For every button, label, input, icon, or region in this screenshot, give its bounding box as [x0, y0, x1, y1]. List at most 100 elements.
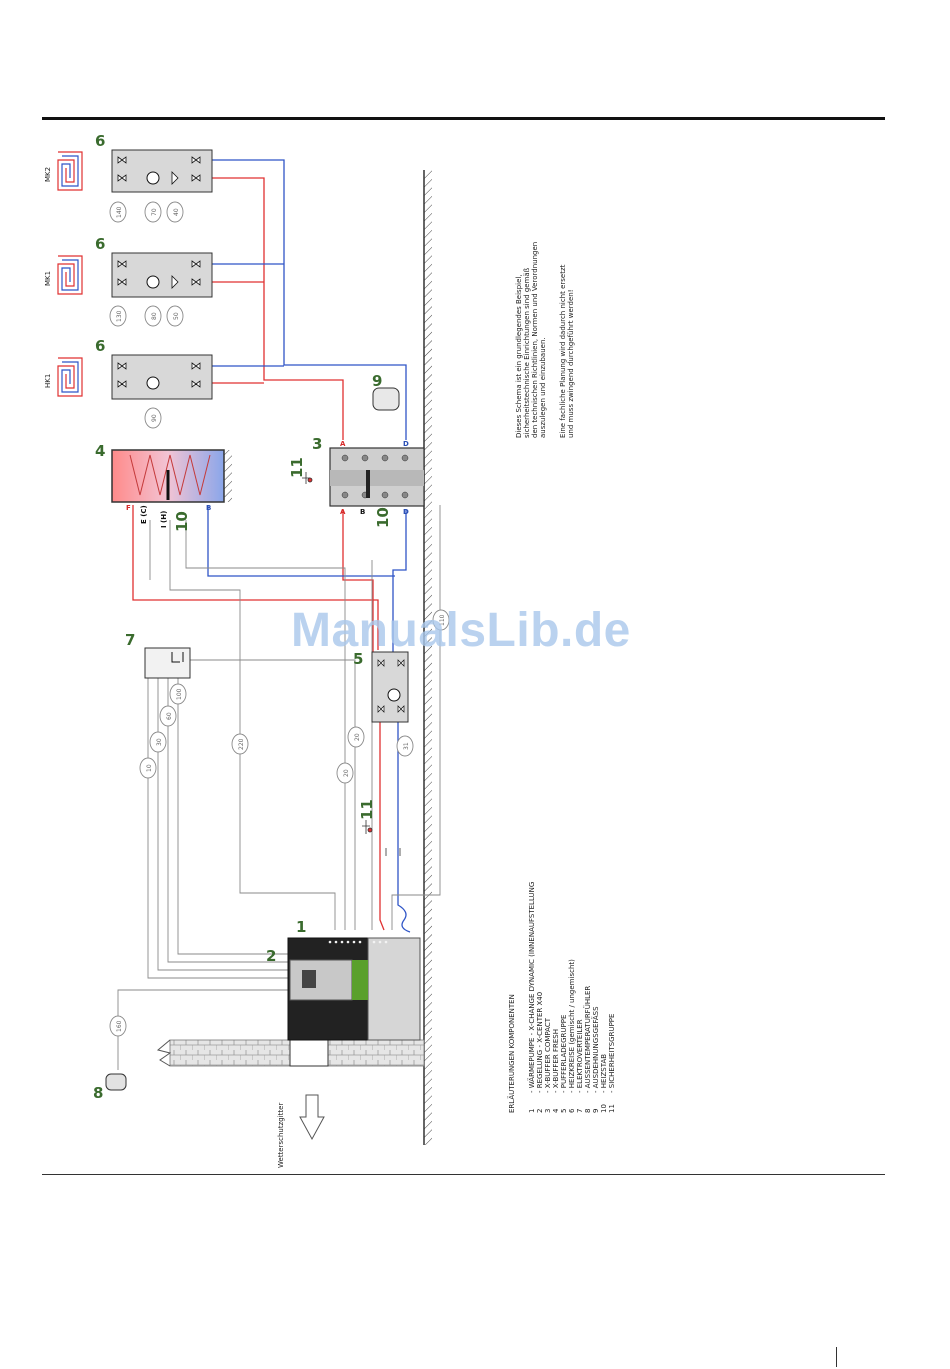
electrical-distribution [144, 647, 191, 679]
legend-number: 2 [536, 1109, 544, 1113]
cable-label: 20 [343, 769, 350, 777]
cable-label: 80 [151, 312, 158, 320]
page-marker [836, 1347, 837, 1367]
callout-2: 2 [266, 947, 276, 965]
legend-number: 3 [544, 1109, 552, 1113]
legend-number: 9 [592, 1109, 600, 1113]
cable-label: 90 [151, 414, 158, 422]
watermark: ManualsLib.de [291, 604, 631, 657]
cable-label: 10 [146, 764, 153, 772]
legend-number: 8 [584, 1109, 592, 1113]
label-mk2: MK2 [44, 167, 52, 182]
legend-text: - PUFFERLADEGRUPPE [560, 1015, 568, 1093]
wall-grille-label: Wetterschutzgitter [277, 1103, 285, 1168]
callout-5: 5 [353, 650, 363, 668]
component-legend: ERLÄUTERUNGEN KOMPONENTEN 1 - WÄRMEPUMPE… [507, 882, 616, 1113]
heating-station-hk1 [111, 354, 213, 400]
callout-3: 3 [312, 435, 322, 453]
cable-label: 160 [116, 1020, 123, 1032]
cable-label: 31 [403, 742, 410, 750]
legend-text: - X-BUFFER COMPACT [544, 1017, 552, 1093]
notice-line: Eine fachliche Planung wird dadurch nich… [559, 264, 567, 438]
heating-station-mk1 [111, 252, 213, 298]
heating-station-mk2 [111, 149, 213, 193]
legend-number: 5 [560, 1109, 568, 1113]
safety-group-top [302, 472, 313, 484]
fresh-water-buffer [111, 449, 232, 503]
callout-8: 8 [93, 1084, 103, 1102]
legend-number: 7 [576, 1109, 584, 1113]
cable-label: 140 [116, 206, 123, 218]
cable-label: 110 [439, 614, 446, 626]
cable-label: 130 [116, 310, 123, 322]
cable-label: 220 [238, 738, 245, 750]
cable-label: 30 [156, 738, 163, 746]
bottom-rule [42, 1174, 885, 1175]
callout-7: 7 [125, 631, 135, 649]
callout-1: 1 [296, 918, 306, 936]
compact-buffer [329, 447, 425, 507]
exhaust-arrow [299, 1094, 325, 1141]
legend-text: - HEIZSTAB [600, 1054, 608, 1093]
callout-4: 4 [95, 442, 105, 460]
buffer-charging-group [371, 651, 409, 723]
legend-text: - HEIZKREISE (gemischt / ungemischt) [568, 959, 576, 1093]
legend-text: - AUSDEHNUNGSGEFÄSS [591, 1006, 600, 1093]
port-b-tank: B [206, 504, 211, 512]
port-a: A [340, 508, 346, 516]
legend-number: 10 [600, 1104, 608, 1113]
port-a: A [340, 440, 346, 448]
heat-pump-unit [287, 937, 421, 1041]
floor-heating-loops [57, 151, 83, 397]
legend-text: - SICHERHEITSGRUPPE [608, 1014, 616, 1093]
cable-label: 20 [354, 733, 361, 741]
legend-text: - REGELUNG - X-CENTER X40 [536, 992, 544, 1093]
port-f: F [126, 504, 131, 512]
outdoor-sensor [105, 1073, 127, 1091]
port-e: E (C) [140, 505, 148, 524]
legend-number: 4 [552, 1108, 560, 1113]
cable-label: 100 [176, 688, 183, 700]
top-rule [42, 117, 885, 120]
safety-notice: Dieses Schema ist ein grundlegendes Beis… [515, 242, 575, 438]
callout-6: 6 [95, 337, 105, 355]
callout-11: 11 [288, 457, 306, 478]
callout-6: 6 [95, 235, 105, 253]
notice-line: den technischen Richtlinien, Normen und … [531, 242, 539, 438]
safety-group-bottom [362, 820, 401, 856]
callout-10: 10 [374, 507, 392, 528]
cable-label: 60 [166, 712, 173, 720]
legend-text: - X-BUFFER FRESH [552, 1029, 560, 1093]
legend-text: - WÄRMEPUMPE - X-CHANGE DYNAMIC (INNENAU… [527, 882, 536, 1093]
legend-number: 1 [528, 1109, 536, 1113]
expansion-vessel [372, 387, 400, 411]
port-i: I (H) [160, 511, 168, 528]
label-hk1: HK1 [44, 374, 52, 388]
cable-label: 70 [151, 208, 158, 216]
legend-number: 6 [568, 1108, 576, 1113]
cable-reference-marks [109, 201, 450, 1037]
callout-10: 10 [173, 511, 191, 532]
label-mk1: MK1 [44, 271, 52, 286]
outer-wall [156, 1039, 425, 1067]
port-b: B [360, 508, 365, 516]
notice-line: Dieses Schema ist ein grundlegendes Beis… [515, 274, 523, 438]
cable-label: 50 [173, 312, 180, 320]
legend-number: 11 [608, 1104, 616, 1113]
legend-title: ERLÄUTERUNGEN KOMPONENTEN [507, 994, 516, 1113]
callout-6: 6 [95, 132, 105, 150]
legend-text: - AUSSENTEMPERATURFÜHLER [583, 986, 592, 1093]
notice-line: sicherheitstechnische Einrichtungen sind… [523, 267, 531, 438]
port-d: D [403, 440, 409, 448]
floor-ground [423, 170, 432, 1145]
callout-11: 11 [358, 799, 376, 820]
notice-line: auszulegen und einzubauen. [539, 337, 547, 438]
legend-items: 1 - WÄRMEPUMPE - X-CHANGE DYNAMIC (INNEN… [527, 882, 616, 1113]
notice-line: und muss zwingend durchgeführt werden! [567, 289, 575, 438]
callout-9: 9 [372, 372, 382, 390]
port-d: D [403, 508, 409, 516]
legend-text: - ELEKTROVERTEILER [576, 1019, 584, 1093]
